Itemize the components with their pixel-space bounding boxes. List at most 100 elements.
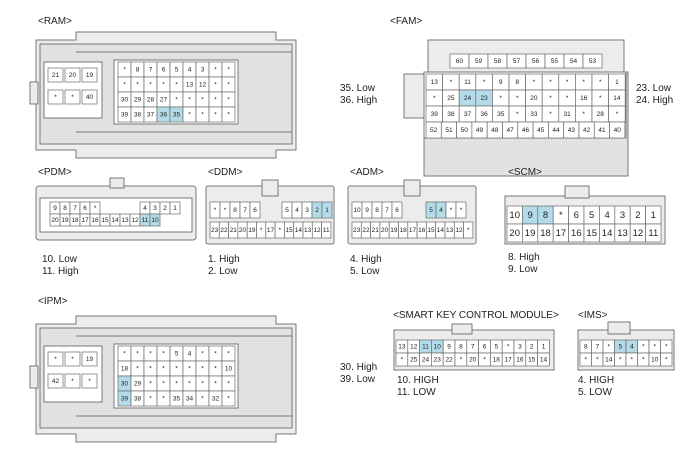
- fam-pin-3-3: 49: [471, 121, 488, 139]
- fam-pin-label-1: 23. Low: [636, 83, 672, 94]
- ddm-pin-tr-2: 3: [301, 201, 313, 219]
- svg-text:22: 22: [445, 357, 453, 364]
- svg-text:*: *: [149, 366, 152, 373]
- fam-pin-0-9: *: [575, 73, 593, 91]
- ipm-pin-2-1: 29: [130, 375, 145, 392]
- adm-pin-tl-1: 9: [361, 201, 373, 219]
- svg-text:17: 17: [504, 357, 512, 364]
- svg-text:15: 15: [586, 228, 597, 239]
- svg-text:*: *: [123, 67, 126, 74]
- ddm-pin-b-5: *: [256, 221, 267, 239]
- svg-text:20: 20: [509, 228, 520, 239]
- svg-text:23: 23: [353, 227, 361, 234]
- svg-text:31: 31: [563, 111, 571, 118]
- ram-side-pin-0-1: 20: [64, 67, 81, 83]
- svg-text:*: *: [201, 112, 204, 119]
- ipm-side-pin-0-2: 19: [81, 351, 98, 367]
- smk-pin-t-9: *: [501, 339, 515, 354]
- svg-text:17: 17: [556, 228, 567, 239]
- svg-text:*: *: [201, 97, 204, 104]
- svg-text:*: *: [559, 210, 563, 221]
- ram-pin-1-0: *: [117, 76, 132, 93]
- ims-pin-t-0: 8: [579, 339, 592, 354]
- svg-text:3: 3: [153, 205, 157, 212]
- fam-pin-2-5: *: [508, 105, 526, 123]
- svg-text:58: 58: [494, 58, 502, 65]
- svg-text:18: 18: [400, 227, 408, 234]
- svg-text:35: 35: [173, 112, 181, 119]
- fam-pin-3-10: 42: [578, 121, 595, 139]
- fam-pin-1-6: 20: [525, 89, 543, 107]
- svg-text:*: *: [483, 79, 486, 86]
- svg-text:*: *: [460, 207, 463, 214]
- svg-text:38: 38: [134, 112, 142, 119]
- svg-text:*: *: [201, 351, 204, 358]
- smk-pin-b-3: 23: [431, 352, 444, 367]
- pdm-pin-tl-2: 7: [69, 201, 81, 215]
- ram-pin-label-1: 35. Low: [340, 83, 376, 94]
- svg-text:45: 45: [537, 127, 545, 134]
- scm-pin-b-2: 18: [537, 223, 554, 243]
- smk-pin-t-4: 9: [442, 339, 456, 354]
- adm-pin-b-11: 12: [453, 221, 464, 239]
- svg-text:8: 8: [543, 210, 548, 221]
- ram-side-pin-0-0: 21: [47, 67, 64, 83]
- svg-text:20: 20: [51, 217, 59, 224]
- svg-text:*: *: [227, 351, 230, 358]
- pdm-pin-tl-1: 8: [59, 201, 71, 215]
- svg-text:9: 9: [447, 344, 451, 351]
- svg-text:*: *: [175, 97, 178, 104]
- svg-text:*: *: [123, 351, 126, 358]
- smk-pin-t-6: 7: [466, 339, 479, 354]
- fam-pin-1-4: *: [492, 89, 510, 107]
- svg-text:19: 19: [525, 228, 536, 239]
- svg-text:8: 8: [233, 207, 237, 214]
- pdm-pin-b-2: 18: [69, 213, 81, 227]
- svg-text:*: *: [584, 357, 587, 364]
- scm-latch: [564, 185, 590, 199]
- ims-pin-t-3: 5: [614, 339, 627, 354]
- smk-pin-t-7: 6: [478, 339, 491, 354]
- ram-pin-0-5: 4: [182, 61, 197, 78]
- ddm-pin-b-7: *: [274, 221, 285, 239]
- ipm-pin-0-1: *: [130, 345, 145, 362]
- svg-text:22: 22: [362, 227, 370, 234]
- fam-pin-0-1: *: [442, 73, 460, 91]
- svg-text:12: 12: [633, 228, 644, 239]
- svg-text:10: 10: [353, 207, 361, 214]
- svg-text:39: 39: [121, 396, 129, 403]
- ipm-pin-3-8: *: [221, 390, 236, 407]
- svg-text:34: 34: [186, 396, 194, 403]
- svg-text:*: *: [54, 94, 57, 101]
- svg-text:24: 24: [464, 95, 472, 102]
- svg-text:5: 5: [175, 351, 179, 358]
- ims-pin-label-2: 5. LOW: [578, 387, 612, 398]
- smk-pin-t-5: 8: [454, 339, 468, 354]
- ipm-pin-3-6: *: [195, 390, 210, 407]
- scm-pin-b-7: 13: [614, 223, 631, 243]
- svg-text:54: 54: [570, 58, 578, 65]
- ram-pin-2-4: *: [169, 91, 184, 108]
- svg-text:28: 28: [147, 97, 155, 104]
- svg-text:2: 2: [635, 210, 640, 221]
- svg-text:19: 19: [61, 217, 69, 224]
- svg-text:*: *: [582, 79, 585, 86]
- ipm-pin-1-3: *: [156, 360, 171, 377]
- svg-text:*: *: [149, 82, 152, 89]
- svg-text:10: 10: [509, 210, 520, 221]
- ipm-pin-2-7: *: [208, 375, 223, 392]
- svg-text:18: 18: [121, 366, 129, 373]
- pdm-pin-b-10: 10: [149, 213, 161, 227]
- fam-pin-2-10: 28: [591, 105, 609, 123]
- scm-pin-t-1: 9: [522, 205, 539, 225]
- pdm-pin-tr-3: 1: [169, 201, 181, 215]
- svg-text:9: 9: [499, 79, 503, 86]
- svg-text:4: 4: [439, 207, 443, 214]
- ram-pin-3-2: 37: [143, 106, 158, 123]
- ram-pin-1-1: *: [130, 76, 145, 93]
- svg-text:*: *: [566, 95, 569, 102]
- svg-text:12: 12: [131, 217, 139, 224]
- ddm-pin-tr-4: 1: [321, 201, 333, 219]
- svg-text:19: 19: [86, 72, 94, 79]
- fam-pin-2-6: 33: [525, 105, 543, 123]
